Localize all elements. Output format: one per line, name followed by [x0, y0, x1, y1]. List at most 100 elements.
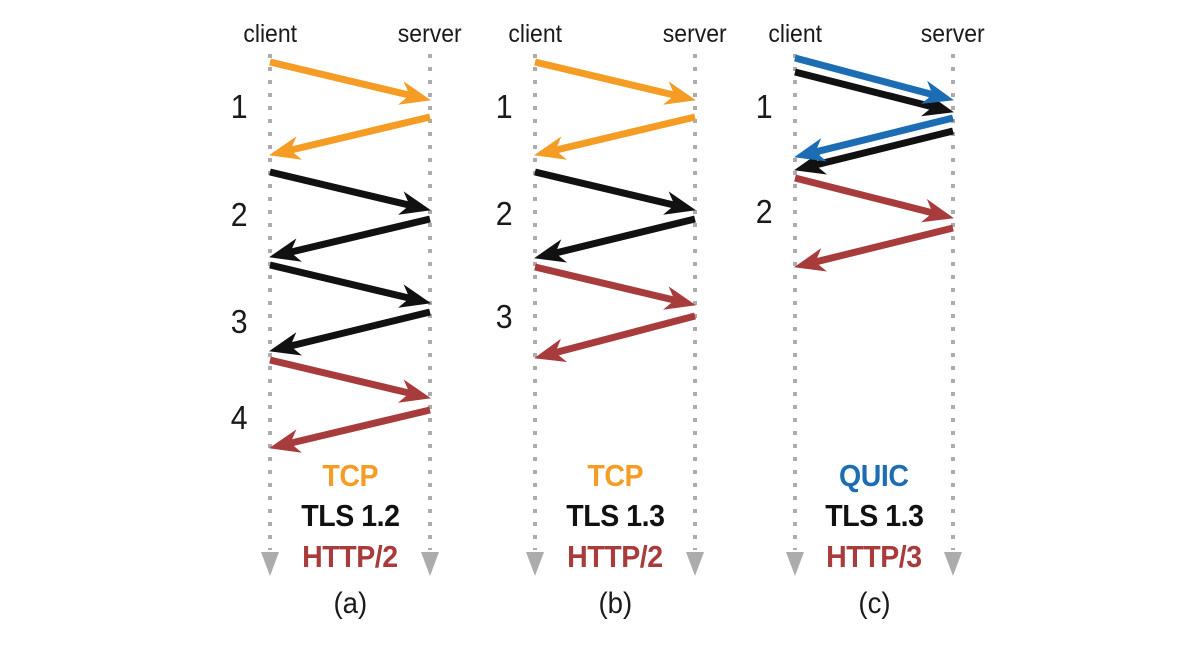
roundtrip-number-a-1: 1 [154, 88, 324, 126]
protocol-label-b-0: TCP [530, 457, 700, 495]
protocol-label-a-1-text: TLS 1.2 [300, 498, 400, 533]
client-label-b: client [450, 19, 620, 49]
arrow-tls-a-2-shaft [269, 168, 413, 210]
protocol-label-b-0-text: TCP [587, 458, 643, 493]
roundtrip-number-a-2-text: 2 [230, 196, 248, 233]
arrow-tcp-b-1-head [534, 136, 567, 160]
arrow-http-a-6-head [398, 379, 431, 403]
protocol-label-c-0: QUIC [789, 457, 959, 495]
roundtrip-number-b-1-text: 1 [495, 88, 513, 125]
protocol-label-a-2: HTTP/2 [265, 538, 435, 576]
caption-a: (a) [265, 586, 435, 622]
arrow-tls-b-2-head [663, 191, 696, 215]
arrow-http-b-4-shaft [534, 263, 678, 305]
client-label-b-text: client [508, 20, 562, 48]
arrow-tcp-b-0-head [663, 81, 696, 105]
protocol-label-c-1: TLS 1.3 [789, 497, 959, 535]
arrow-http-a-6-shaft [269, 356, 413, 398]
server-label-b-text: server [663, 20, 727, 48]
arrow-http-b-5-head [534, 338, 568, 362]
arrow-tls-a-5-head [269, 332, 302, 356]
roundtrip-number-a-3-text: 3 [230, 303, 248, 340]
lifeline-client-arrowhead-icon [261, 552, 279, 576]
roundtrip-number-b-2: 2 [419, 195, 589, 233]
protocol-label-c-2-text: HTTP/3 [826, 539, 922, 574]
arrow-quic-c-3-head [794, 138, 828, 162]
arrow-quic-c-1-shaft [794, 54, 936, 99]
roundtrip-number-b-2-text: 2 [495, 195, 513, 232]
arrow-tls-c-0-shaft [794, 68, 936, 111]
protocol-label-b-1: TLS 1.3 [530, 497, 700, 535]
server-label-b: server [610, 19, 780, 49]
caption-a-text: (a) [333, 587, 367, 620]
caption-c-text: (c) [857, 587, 891, 620]
arrow-tcp-a-1-shaft [287, 113, 431, 155]
arrow-tls-c-0-head [920, 93, 954, 117]
caption-b-text: (b) [598, 587, 632, 620]
roundtrip-number-a-4: 4 [154, 399, 324, 437]
client-label-a: client [185, 19, 355, 49]
roundtrip-number-a-1-text: 1 [230, 88, 248, 125]
roundtrip-number-c-1: 1 [679, 88, 849, 126]
arrow-tls-a-4-head [398, 284, 431, 308]
arrow-tls-a-5-shaft [287, 308, 431, 350]
arrow-http-c-5-shaft [812, 224, 954, 266]
roundtrip-number-a-3: 3 [154, 303, 324, 341]
client-label-c-text: client [768, 20, 822, 48]
protocol-label-c-2: HTTP/3 [789, 538, 959, 576]
caption-b: (b) [530, 586, 700, 622]
protocol-label-b-2-text: HTTP/2 [567, 539, 663, 574]
roundtrip-number-c-2: 2 [679, 193, 849, 231]
arrow-tls-b-3-head [534, 239, 567, 263]
arrow-http-c-4-shaft [794, 174, 936, 217]
arrow-tcp-b-0-shaft [534, 58, 678, 100]
arrow-tls-b-2-shaft [534, 168, 678, 210]
arrow-http-b-4-head [663, 286, 696, 310]
lifeline-server-arrowhead-icon [944, 552, 962, 576]
roundtrip-number-b-3: 3 [419, 298, 589, 336]
protocol-label-a-2-text: HTTP/2 [302, 539, 398, 574]
arrow-quic-c-1-head [920, 80, 954, 104]
roundtrip-number-a-4-text: 4 [230, 399, 248, 436]
arrow-tls-c-2-shaft [812, 127, 954, 169]
server-label-c: server [868, 19, 1038, 49]
arrow-http-c-5-head [794, 248, 828, 272]
server-label-a-text: server [398, 20, 462, 48]
roundtrip-number-c-1-text: 1 [755, 88, 773, 125]
protocol-label-c-0-text: QUIC [839, 458, 909, 493]
lifeline-client-arrowhead-icon [786, 552, 804, 576]
lifeline-server-arrowhead-icon [421, 552, 439, 576]
server-label-c-text: server [921, 20, 985, 48]
arrow-http-a-7-shaft [287, 406, 431, 448]
arrow-http-b-5-shaft [552, 312, 696, 357]
arrow-tls-a-3-head [269, 238, 302, 262]
protocol-label-a-0-text: TCP [322, 458, 378, 493]
arrow-tls-a-4-shaft [269, 261, 413, 303]
arrow-quic-c-3-shaft [812, 114, 954, 156]
arrow-tcp-a-0-shaft [269, 58, 413, 100]
protocol-label-c-1-text: TLS 1.3 [824, 498, 924, 533]
roundtrip-number-c-2-text: 2 [755, 193, 773, 230]
arrow-tls-a-2-head [398, 191, 431, 215]
lifeline-client-arrowhead-icon [526, 552, 544, 576]
server-label-a: server [345, 19, 515, 49]
arrow-http-a-7-head [269, 429, 302, 453]
roundtrip-number-b-1: 1 [419, 88, 589, 126]
roundtrip-number-b-3-text: 3 [495, 298, 513, 335]
protocol-label-a-1: TLS 1.2 [265, 497, 435, 535]
protocol-label-b-2: HTTP/2 [530, 538, 700, 576]
arrow-tls-a-3-shaft [287, 215, 431, 257]
arrow-tcp-a-0-head [398, 81, 431, 105]
arrow-http-c-4-head [920, 199, 954, 223]
client-label-a-text: client [243, 20, 297, 48]
client-label-c: client [710, 19, 880, 49]
protocol-label-b-1-text: TLS 1.3 [565, 498, 665, 533]
lifeline-server-arrowhead-icon [686, 552, 704, 576]
protocol-label-a-0: TCP [265, 457, 435, 495]
caption-c: (c) [789, 586, 959, 622]
arrow-tls-b-3-shaft [552, 215, 696, 257]
roundtrip-number-a-2: 2 [154, 196, 324, 234]
arrow-tcp-b-1-shaft [552, 113, 696, 155]
